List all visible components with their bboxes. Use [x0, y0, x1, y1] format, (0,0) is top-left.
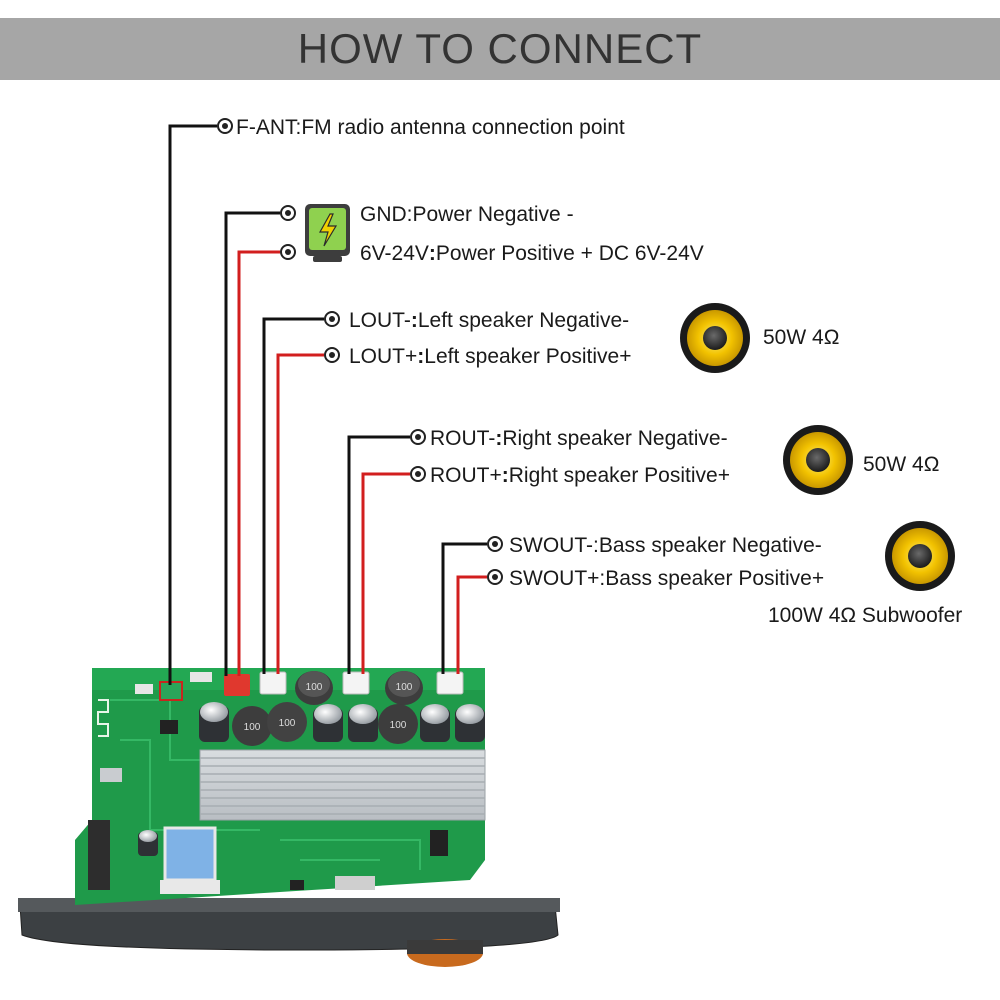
vin-key: 6V-24V — [360, 242, 429, 265]
heatsink — [199, 749, 486, 821]
lout-plus-text: Left speaker Positive+ — [424, 345, 631, 368]
vin-text: Power Positive + DC 6V-24V — [436, 242, 704, 265]
chip — [290, 880, 304, 890]
lout-minus-text: Left speaker Negative- — [418, 309, 629, 332]
inductor: 100 — [385, 671, 423, 705]
terminal-ring-icon — [324, 347, 340, 363]
wire-lout-minus — [262, 317, 324, 674]
lout-plus-key: LOUT+ — [349, 345, 417, 368]
capacitor — [138, 830, 158, 856]
rout-plus-colon: : — [502, 464, 509, 487]
lout-minus-label: LOUT-:Left speaker Negative- — [349, 309, 629, 332]
ribbon-connector — [160, 880, 220, 894]
pin-header — [135, 684, 153, 694]
pcb-antenna-trace — [97, 699, 109, 737]
fant-label: F-ANT:FM radio antenna connection point — [236, 116, 625, 139]
swout-minus-label: SWOUT-:Bass speaker Negative- — [509, 534, 822, 557]
speaker-icon — [885, 521, 955, 591]
power-supply-icon — [305, 204, 350, 262]
subwoofer-rating: 100W 4Ω Subwoofer — [768, 604, 962, 627]
rout-plus-key: ROUT+ — [430, 464, 502, 487]
page-title: HOW TO CONNECT — [297, 25, 703, 72]
lout-plus-label: LOUT+:Left speaker Positive+ — [349, 345, 631, 368]
swout-connector — [436, 671, 464, 695]
capacitor — [313, 704, 343, 742]
vin-colon: : — [429, 242, 436, 265]
pin-header — [190, 672, 212, 682]
terminal-ring-icon — [487, 536, 503, 552]
rout-minus-colon: : — [495, 427, 502, 450]
right-speaker-rating: 50W 4Ω — [863, 453, 939, 476]
header-bar: HOW TO CONNECT — [0, 18, 1000, 80]
terminal-ring-icon — [217, 118, 233, 134]
wire-vin — [237, 250, 280, 676]
capacitor — [199, 702, 229, 742]
inductor: 100 — [267, 702, 307, 742]
usb-port — [88, 820, 110, 890]
lout-plus-colon: : — [417, 345, 424, 368]
rout-minus-label: ROUT-:Right speaker Negative- — [430, 427, 728, 450]
vin-label: 6V-24V:Power Positive + DC 6V-24V — [360, 242, 704, 265]
terminal-ring-icon — [280, 205, 296, 221]
inductor: 100 — [295, 671, 333, 705]
lout-minus-colon: : — [411, 309, 418, 332]
chip — [430, 830, 448, 856]
wire-swout-plus — [456, 575, 487, 674]
speaker-icon — [783, 425, 853, 495]
terminal-ring-icon — [487, 569, 503, 585]
wire-swout-minus — [441, 542, 487, 674]
rout-plus-text: Right speaker Positive+ — [509, 464, 730, 487]
lout-minus-key: LOUT- — [349, 309, 411, 332]
capacitor — [348, 704, 378, 742]
wire-fant — [168, 124, 217, 685]
terminals — [217, 118, 503, 585]
amplifier-board: 100 100 100 100 100 — [18, 668, 560, 967]
chip — [100, 768, 122, 782]
terminal-ring-icon — [410, 429, 426, 445]
capacitor — [420, 704, 450, 742]
capacitor — [455, 704, 485, 742]
rout-connector — [342, 671, 370, 695]
cap-label: 100 — [279, 718, 296, 729]
wire-lout-plus — [276, 353, 324, 674]
inductor: 100 — [232, 706, 272, 746]
cap-label: 100 — [396, 682, 413, 693]
display-cable — [163, 826, 217, 882]
cap-label: 100 — [244, 722, 261, 733]
rout-minus-text: Right speaker Negative- — [502, 427, 727, 450]
cap-label: 100 — [390, 720, 407, 731]
wire-gnd — [224, 211, 280, 676]
cap-label: 100 — [306, 682, 323, 693]
terminal-ring-icon — [324, 311, 340, 327]
heatsink-fins — [200, 757, 485, 815]
gnd-label: GND:Power Negative - — [360, 203, 574, 226]
terminal-ring-icon — [410, 466, 426, 482]
chip — [160, 720, 178, 734]
left-speaker-rating: 50W 4Ω — [763, 326, 839, 349]
inductor: 100 — [378, 704, 418, 744]
pcb-trace — [280, 839, 421, 870]
lout-connector — [259, 671, 287, 695]
rout-plus-label: ROUT+:Right speaker Positive+ — [430, 464, 730, 487]
volume-knob-body — [407, 940, 483, 954]
chip — [335, 876, 375, 890]
power-connector — [224, 674, 250, 696]
rout-minus-key: ROUT- — [430, 427, 495, 450]
board-front-panel — [19, 904, 559, 951]
swout-plus-label: SWOUT+:Bass speaker Positive+ — [509, 567, 824, 590]
wires — [168, 124, 487, 685]
wire-rout-plus — [361, 472, 410, 674]
board-front-panel-lip — [18, 898, 560, 912]
speaker-icon — [680, 303, 750, 373]
wire-rout-minus — [347, 435, 410, 674]
terminal-ring-icon — [280, 244, 296, 260]
